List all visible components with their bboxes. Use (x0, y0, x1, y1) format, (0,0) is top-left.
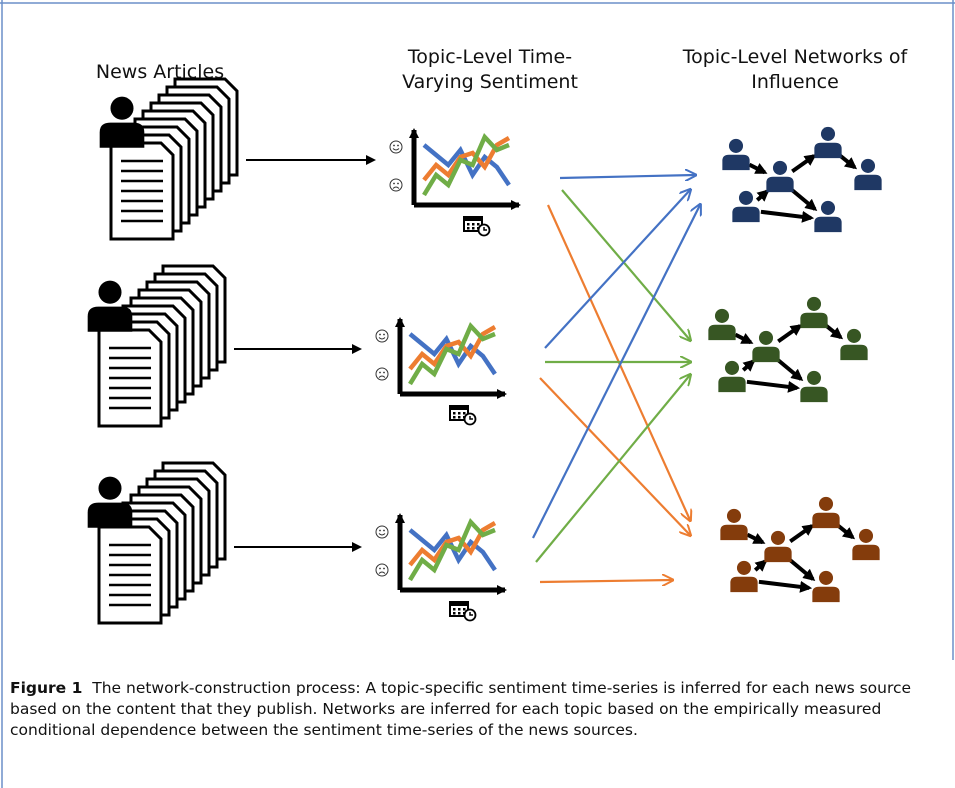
network-node-icon (812, 570, 840, 603)
source-row-2 (87, 264, 507, 428)
network-node-icon (800, 296, 828, 329)
network-node-icon (854, 158, 882, 191)
network-node-icon (732, 190, 760, 223)
frown-icon (375, 367, 389, 381)
sentiment-header-line2: Varying Sentiment (402, 71, 578, 93)
sentiment-chart (375, 513, 507, 622)
calendar-clock-icon (449, 405, 477, 426)
network-edge (755, 189, 770, 202)
network-edge (758, 579, 813, 593)
smiley-icon (375, 329, 389, 343)
document-stack-icon (97, 264, 227, 428)
series-green (408, 321, 496, 386)
smiley-icon (375, 525, 389, 539)
document-stack-icon (109, 77, 239, 241)
network-node-icon (708, 308, 736, 341)
network-edge (746, 532, 766, 545)
network-node-icon (730, 560, 758, 593)
network-edge (790, 188, 818, 212)
figure-caption: Figure 1 The network-construction proces… (10, 678, 940, 741)
network-node-icon (852, 528, 880, 561)
network-edge (791, 154, 817, 173)
network-edge (838, 153, 858, 170)
articles-header-text: News Articles (95, 61, 225, 83)
influence-arrow (559, 175, 695, 178)
network-brown (720, 496, 880, 603)
series-green (408, 517, 496, 582)
network-node-icon (814, 200, 842, 233)
influence-arrow (539, 580, 672, 582)
network-node-icon (840, 328, 868, 361)
source-row-1 (99, 77, 521, 241)
network-node-icon (800, 370, 828, 403)
smiley-icon (389, 140, 403, 154)
network-node-icon (812, 496, 840, 529)
network-edge (824, 323, 844, 340)
network-node-icon (814, 126, 842, 159)
network-node-icon (718, 360, 746, 393)
influence-arrow (535, 375, 690, 563)
frown-icon (375, 563, 389, 577)
networks-header: Topic-Level Networks of Influence (660, 45, 930, 95)
sentiment-chart (375, 317, 507, 426)
network-edge (789, 524, 815, 543)
network-edge (788, 558, 816, 582)
sentiment-header: Topic-Level Time- Varying Sentiment (380, 45, 600, 95)
network-node-icon (764, 530, 792, 563)
person-icon (99, 96, 145, 148)
network-edge (734, 332, 754, 345)
sentiment-chart (389, 128, 521, 237)
network-node-icon (720, 508, 748, 541)
sentiment-header-line1: Topic-Level Time- (407, 46, 573, 68)
network-node-icon (722, 138, 750, 171)
network-edge (760, 209, 815, 223)
influence-arrow (561, 189, 690, 340)
person-icon (87, 280, 133, 332)
network-node-icon (752, 330, 780, 363)
network-edge (777, 324, 803, 343)
influence-arrow (539, 377, 690, 535)
network-blue (722, 126, 882, 233)
network-edge (746, 379, 801, 393)
network-green (708, 296, 868, 403)
calendar-clock-icon (463, 216, 491, 237)
network-edge (776, 358, 804, 382)
networks-header-line1: Topic-Level Networks of (682, 46, 908, 68)
person-icon (87, 476, 133, 528)
series-green (422, 132, 510, 197)
influence-arrow (544, 190, 690, 349)
frown-icon (389, 178, 403, 192)
network-edge (748, 162, 768, 175)
networks-header-line2: Influence (751, 71, 839, 93)
network-edge (836, 523, 856, 540)
network-edge (741, 359, 756, 372)
caption-label: Figure 1 (10, 679, 83, 697)
influence-arrow (532, 205, 700, 539)
network-node-icon (766, 160, 794, 193)
caption-text: The network-construction process: A topi… (10, 679, 912, 739)
document-stack-icon (97, 461, 227, 625)
source-row-3 (87, 461, 507, 625)
articles-header: News Articles (80, 60, 240, 85)
calendar-clock-icon (449, 601, 477, 622)
network-edge (753, 559, 768, 572)
